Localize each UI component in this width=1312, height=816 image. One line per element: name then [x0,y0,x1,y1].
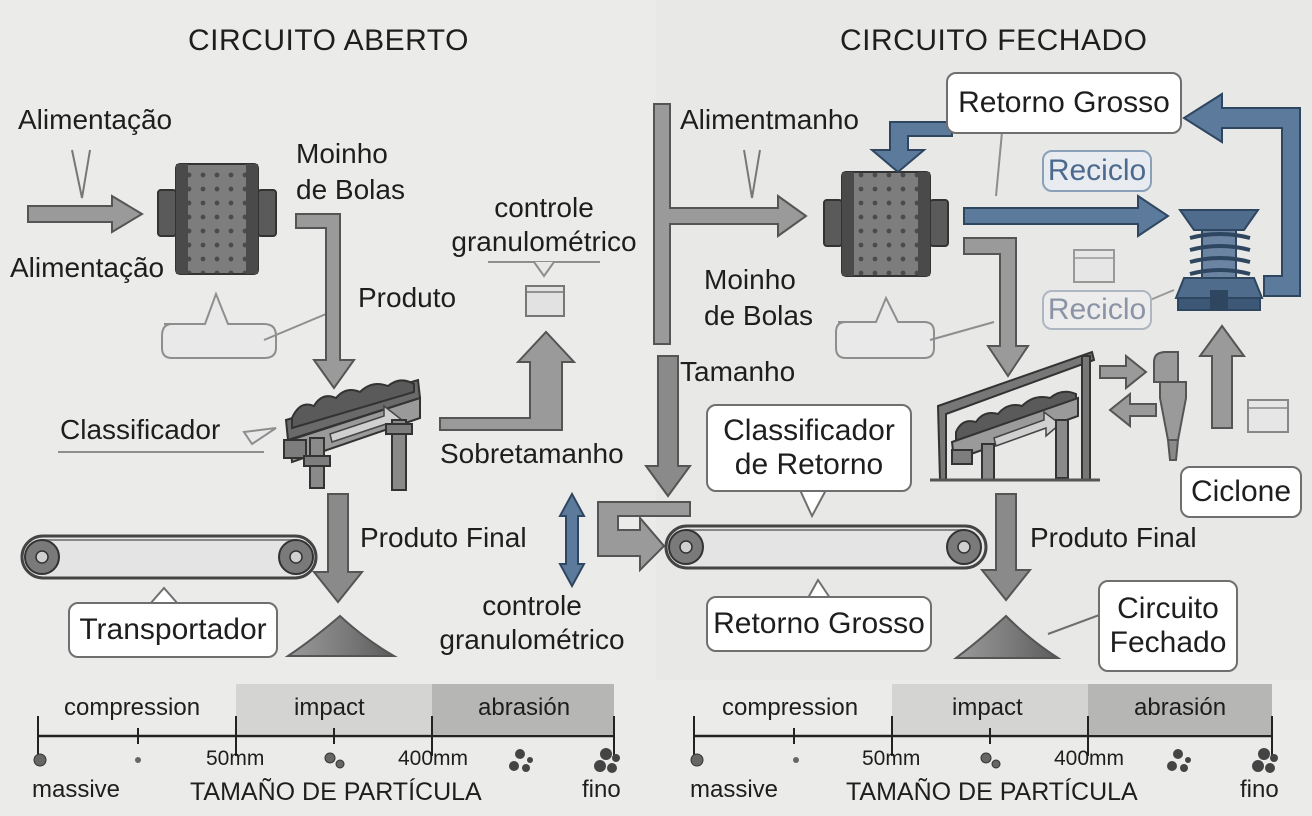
classifier-return-label-1: Classificador [723,413,895,447]
recycle-box-2: Reciclo [1042,290,1152,330]
from-cyclone-arrow [1108,391,1157,429]
empty-callout-left [161,291,277,359]
return-coarse-top-label: Retorno Grosso [958,85,1170,119]
scale-left-tick-400: 400mm [398,747,469,770]
cyclone-box: Ciclone [1180,466,1302,518]
conveyor-label-box: Transportador [68,602,278,658]
classifier-return-box: Classificador de Retorno [706,404,912,492]
scale-left-zone-abrasion: abrasión [478,694,571,721]
feed-callout-pointer-right [743,149,761,199]
return-coarse-top-box: Retorno Grosso [946,72,1182,134]
oversize-label: Sobretamanho [440,438,624,469]
empty-callout-right [835,295,935,359]
size-arrow-down [644,355,692,498]
left-title: CIRCUITO ABERTO [188,24,469,57]
callout-line-left [263,313,327,341]
grading-double-arrow [558,491,586,589]
sample-box-right [1247,399,1289,433]
scale-left-zone-impact: impact [294,694,365,721]
scale-right-tick-400: 400mm [1054,747,1125,770]
scale-right-zone-compression: compression [722,694,859,721]
grading-label-bottom-2: granulométrico [439,624,625,655]
feed-callout-pointer [71,149,91,199]
classifier-callout-pointer [242,427,277,446]
return-loop-right-arrow [1182,92,1301,297]
cyclone-up-arrow [1198,324,1246,429]
recycle-ghost-box [1073,249,1115,283]
cyclone [1153,351,1187,461]
recycle-arrow [963,194,1170,238]
grading-callout-pointer [533,261,555,278]
screen-spring-unit [1174,209,1264,311]
feed-label-top: Alimentação [18,104,173,135]
to-cyclone-arrow [1099,353,1148,391]
scale-right-bands [690,684,1278,773]
product-label: Produto [358,282,457,313]
scale-left-bands [33,684,620,773]
return-coarse-bottom-label: Retorno Grosso [713,606,925,640]
scale-left-zone-compression: compression [64,694,201,721]
mill-label-left-2: de Bolas [296,174,405,205]
return-coarse-bottom-pointer [807,578,831,599]
recycle-box-1: Reciclo [1042,150,1152,192]
closed-circuit-label-2: Fechado [1109,626,1227,659]
bend-arrow-to-conveyor [597,501,691,573]
mill-label-right-1: Moinho [704,264,796,295]
right-title: CIRCUITO FECHADO [840,24,1148,57]
conveyor-callout-pointer [149,586,179,605]
mill-label-left-1: Moinho [296,138,388,169]
product-arrow [295,213,356,390]
scale-right-zone-impact: impact [952,694,1023,721]
feed-arrow-left [27,194,144,234]
scale-right-tick-50: 50mm [862,747,921,770]
recycle-label-1: Reciclo [1047,153,1147,187]
feed-label-right: Alimentmanho [680,104,859,135]
conveyor-right [664,524,988,570]
product-pile-right [953,614,1062,659]
closed-circuit-text: Circuito Fechado [1110,592,1227,661]
ball-mill-right [823,171,949,277]
classifier-right [930,350,1100,482]
scale-left-end-fino: fino [582,776,621,803]
feed-label-bottom: Alimentação [10,252,165,283]
oversize-arrow [439,330,577,431]
scale-right-axis-title: TAMAÑO DE PARTÍCULA [846,778,1138,806]
grading-label-top-1: controle [494,192,594,223]
classifier-label-left: Classificador [60,414,221,445]
final-product-arrow-right [979,493,1033,602]
mill-label-right-2: de Bolas [704,300,813,331]
return-coarse-bottom-box: Retorno Grosso [706,596,932,652]
final-product-arrow-left [311,493,365,604]
callout-line-right [929,321,995,341]
final-product-label-right: Produto Final [1030,522,1197,553]
scale-right-end-massive: massive [690,776,779,803]
grading-label-top-2: granulométrico [451,226,637,257]
closed-circuit-box: Circuito Fechado [1098,580,1238,672]
recycle-label-2: Reciclo [1047,292,1147,326]
cyclone-label: Ciclone [1190,474,1292,508]
grading-sample-box [525,285,565,317]
size-label: Tamanho [680,356,796,387]
ball-mill-left [157,163,277,275]
scale-right-zone-abrasion: abrasión [1134,694,1227,721]
scale-left-end-massive: massive [32,776,121,803]
feed-pipe-right [653,103,808,345]
conveyor-left [20,534,318,580]
scale-right-end-fino: fino [1240,776,1279,803]
product-pile-left [284,614,398,657]
classifier-return-label-2: de Retorno [734,448,884,481]
scale-left-axis-title: TAMAÑO DE PARTÍCULA [190,778,482,806]
classifier-return-text: Classificador de Retorno [723,414,895,483]
closed-circuit-label-1: Circuito [1117,591,1219,625]
final-product-label-left: Produto Final [360,522,527,553]
grading-label-bottom-1: controle [482,590,582,621]
mill-output-arrow-right [963,237,1030,378]
classifier-return-pointer [799,489,827,519]
scale-left-tick-50: 50mm [206,747,265,770]
conveyor-label: Transportador [79,612,267,646]
classifier-left [283,378,422,491]
